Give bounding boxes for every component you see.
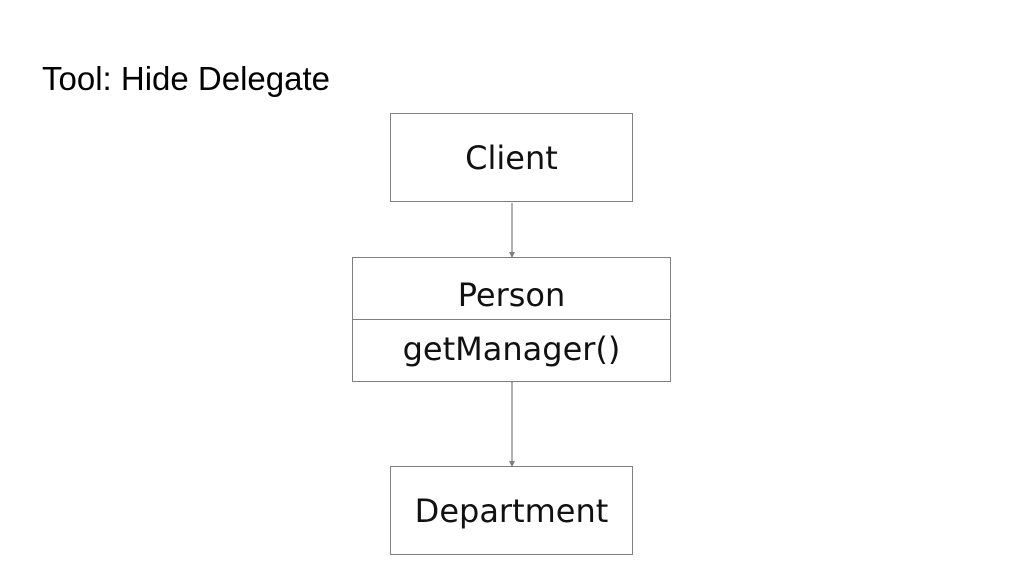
person-class-name: Person <box>353 258 670 320</box>
department-class-label: Department <box>414 491 609 530</box>
person-class-box: Person getManager() <box>352 257 671 382</box>
client-class-box: Client <box>390 113 633 202</box>
person-method-getmanager: getManager() <box>402 329 621 368</box>
department-class-box: Department <box>390 466 633 555</box>
client-class-label: Client <box>465 138 558 177</box>
slide-title: Tool: Hide Delegate <box>42 60 331 97</box>
